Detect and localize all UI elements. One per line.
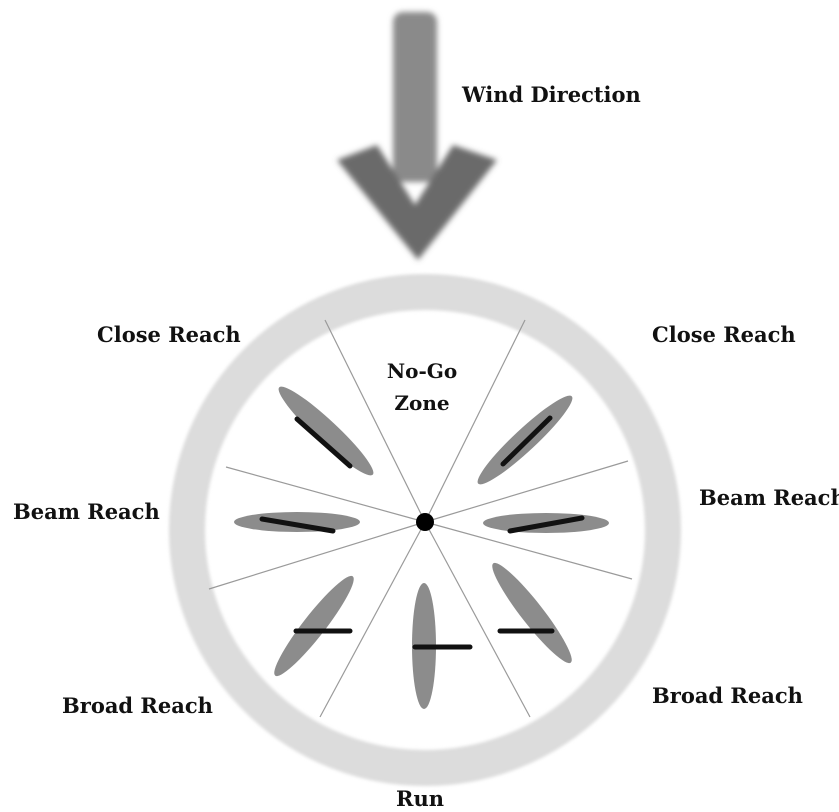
- close-reach-right-label: Close Reach: [652, 322, 796, 347]
- boat-close-reach-right: [471, 388, 580, 491]
- center-point: [416, 513, 434, 531]
- divider-broad-run-right: [425, 522, 530, 717]
- broad-reach-right-label: Broad Reach: [652, 683, 803, 708]
- boat-close-reach-left: [272, 379, 381, 482]
- wind-arrow-icon: [337, 12, 497, 260]
- divider-no-go-left: [325, 320, 425, 522]
- boat-broad-reach-right: [485, 557, 580, 670]
- boat-run: [412, 583, 470, 709]
- wind-direction-label: Wind Direction: [461, 82, 641, 107]
- divider-beam-broad-left: [209, 522, 425, 589]
- boat-hull: [234, 512, 360, 532]
- boat-hull: [272, 379, 381, 482]
- run-label: Run: [396, 786, 444, 811]
- no-go-zone-label-line2: Zone: [394, 391, 449, 415]
- no-go-zone-label-line1: No-Go: [387, 359, 457, 383]
- boat-beam-reach-left: [234, 512, 360, 532]
- boat-hull: [485, 557, 580, 670]
- divider-broad-run-left: [320, 522, 425, 717]
- wind-arrow-shaft: [393, 12, 437, 182]
- broad-reach-left-label: Broad Reach: [62, 693, 213, 718]
- close-reach-left-label: Close Reach: [97, 322, 241, 347]
- boat-beam-reach-right: [483, 513, 609, 533]
- beam-reach-right-label: Beam Reach: [699, 485, 839, 510]
- beam-reach-left-label: Beam Reach: [13, 499, 160, 524]
- divider-close-beam-right: [425, 461, 628, 522]
- divider-no-go-right: [425, 320, 525, 522]
